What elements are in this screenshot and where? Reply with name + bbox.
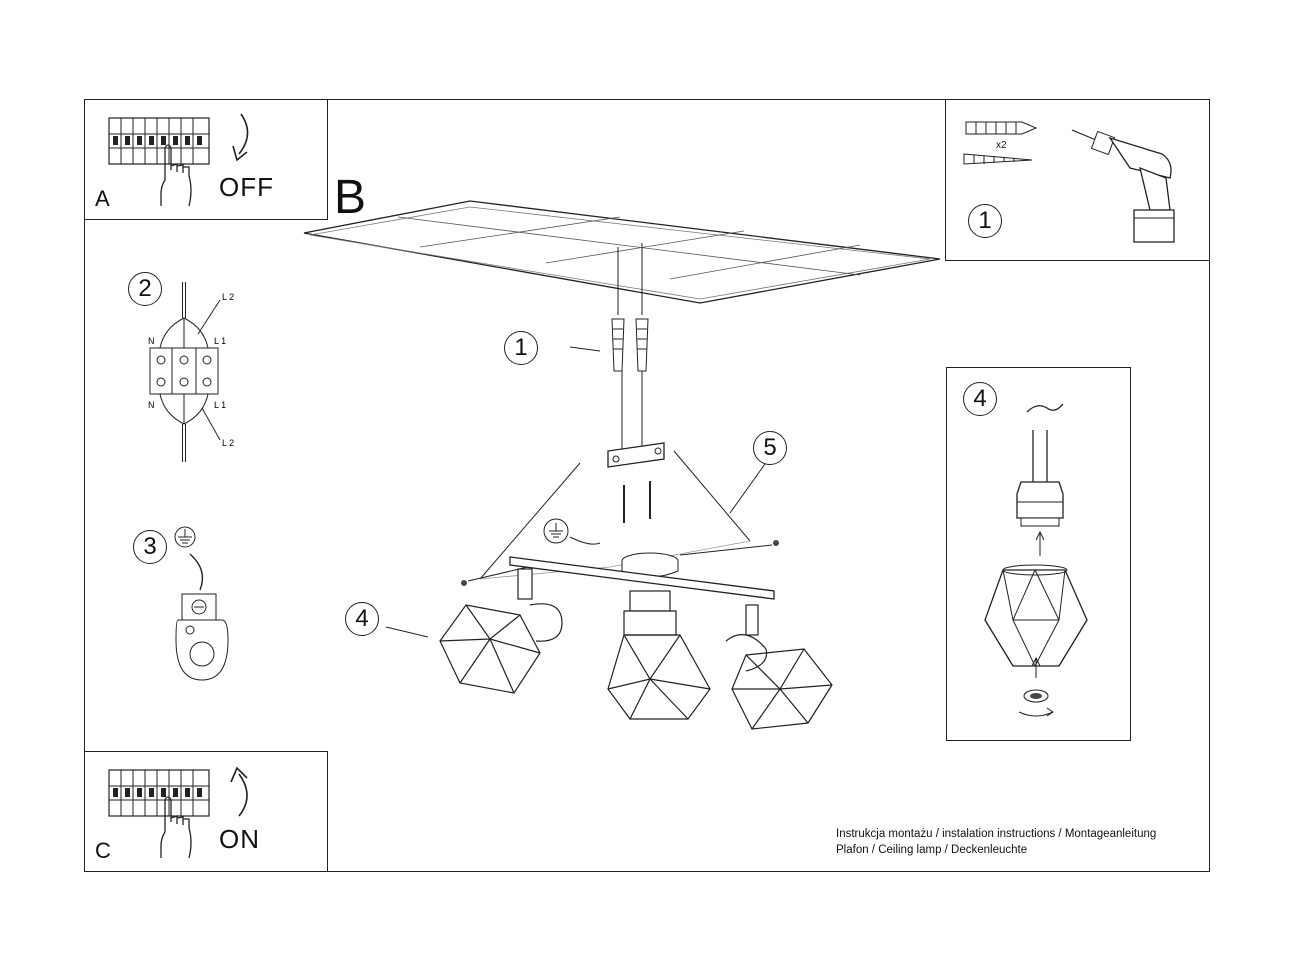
fixings-quantity: x2 [996,140,1007,151]
screw-icon [963,153,1033,165]
panel-c-power-on: ON C [84,751,328,872]
panel-drilling: x2 1 [945,99,1210,261]
footer-line-2: Plafon / Ceiling lamp / Deckenleuchte [836,844,1028,856]
breaker-panel-icon [108,769,210,817]
ring-terminal-icon [175,553,229,681]
step-1-marker: 1 [968,204,1002,238]
power-on-label: ON [219,824,260,854]
cage-shade-icon [984,403,1088,717]
step-3-marker: 3 [133,530,167,564]
lamp-socket-icon [1016,481,1064,527]
wiring-label-n-top: N [148,336,155,346]
panel-shade-assembly: 4 [946,367,1131,741]
diagram-frame [84,99,1210,872]
panel-a-letter: A [95,186,110,211]
footer-instructions: Instrukcja montażu / instalation instruc… [836,826,1156,858]
terminal-block-icon: N L 2 L 1 N L 1 L 2 [148,282,234,462]
wiring-label-l2-bottom: L 2 [222,438,234,448]
breaker-panel-icon [108,117,210,165]
curved-arrow-icon [230,766,248,817]
cage-shade-icon [439,568,833,730]
wiring-label-l1-bottom: L 1 [214,400,226,410]
wiring-label-l1-top: L 1 [214,336,226,346]
step-2-marker: 2 [128,272,162,306]
panel-a-power-off: OFF A [84,99,328,220]
footer-line-1: Instrukcja montażu / instalation instruc… [836,828,1157,840]
wall-plug-icon [965,121,1038,135]
ceiling-plate [303,200,941,730]
curved-arrow-icon [232,113,249,162]
panel-c-letter: C [95,838,111,863]
light-bulb-icon [1023,689,1049,703]
shade-callout: 4 [345,602,379,636]
ground-symbol-icon [174,526,196,548]
hand-icon [160,796,192,859]
drill-icon [1071,129,1175,243]
wiring-label-l2-top: L 2 [222,292,234,302]
anchor-callout: 1 [504,331,538,365]
canopy-callout: 5 [753,431,787,465]
panel-b-letter: B [334,171,367,224]
step-4-marker: 4 [963,382,997,416]
power-off-label: OFF [219,172,274,202]
wiring-label-n-bottom: N [148,400,155,410]
hand-icon [160,144,192,207]
